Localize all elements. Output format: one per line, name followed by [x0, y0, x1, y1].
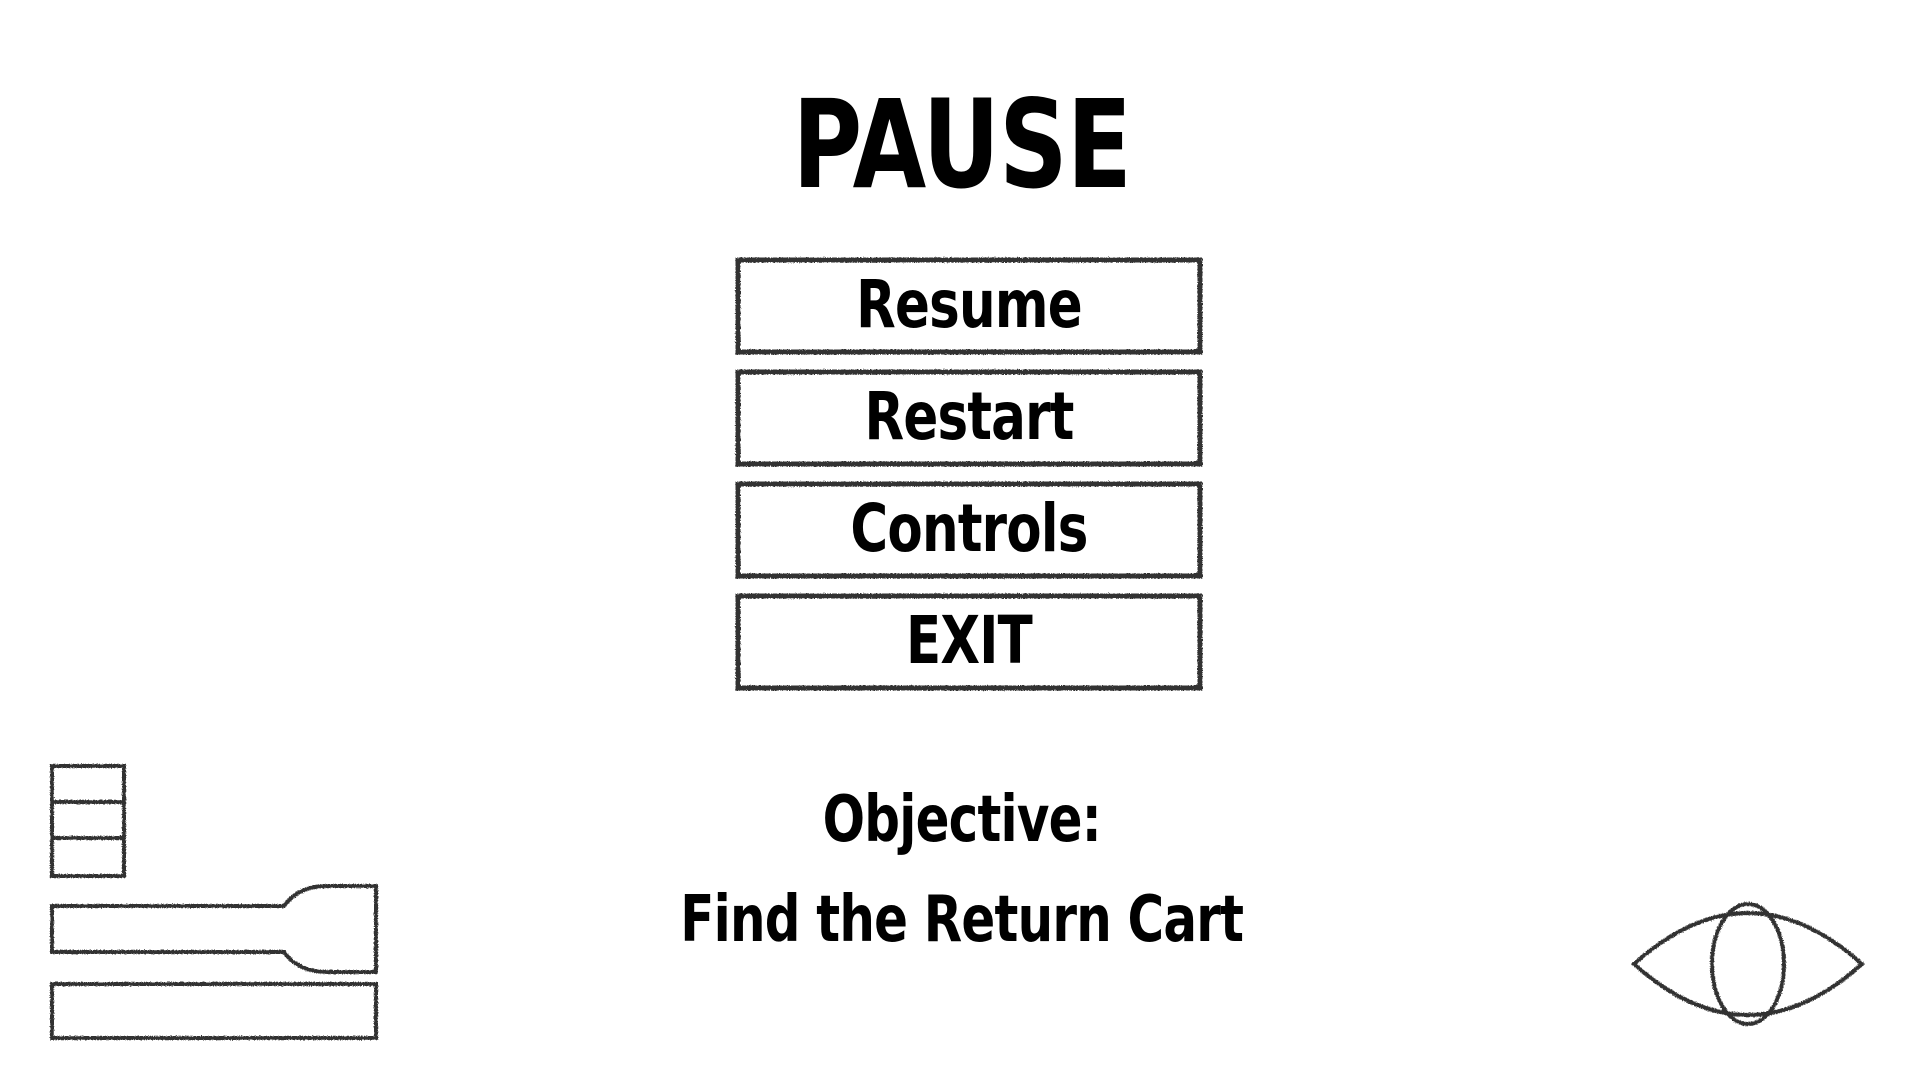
- pause-title: PAUSE: [792, 74, 1132, 216]
- exit-label: EXIT: [905, 602, 1033, 679]
- controls-label: Controls: [850, 490, 1088, 567]
- objective-heading: Objective:: [822, 783, 1102, 857]
- button-frame: [735, 481, 1203, 579]
- restart-label: Restart: [864, 378, 1074, 455]
- eye-icon: [1630, 902, 1866, 1026]
- controls-button[interactable]: Controls: [735, 481, 1203, 579]
- resume-button[interactable]: Resume: [735, 257, 1203, 355]
- objective-text: Find the Return Cart: [680, 883, 1244, 957]
- hud-status-panel: [50, 764, 378, 1040]
- button-frame: [735, 257, 1203, 355]
- button-frame: [735, 369, 1203, 467]
- battery-icon: [50, 764, 126, 878]
- button-frame: [735, 593, 1203, 691]
- stamina-bar-icon: [50, 982, 378, 1040]
- pause-menu: Resume Restart Controls EXIT: [735, 257, 1203, 706]
- resume-label: Resume: [856, 266, 1083, 343]
- restart-button[interactable]: Restart: [735, 369, 1203, 467]
- exit-button[interactable]: EXIT: [735, 593, 1203, 691]
- flashlight-icon: [50, 884, 378, 974]
